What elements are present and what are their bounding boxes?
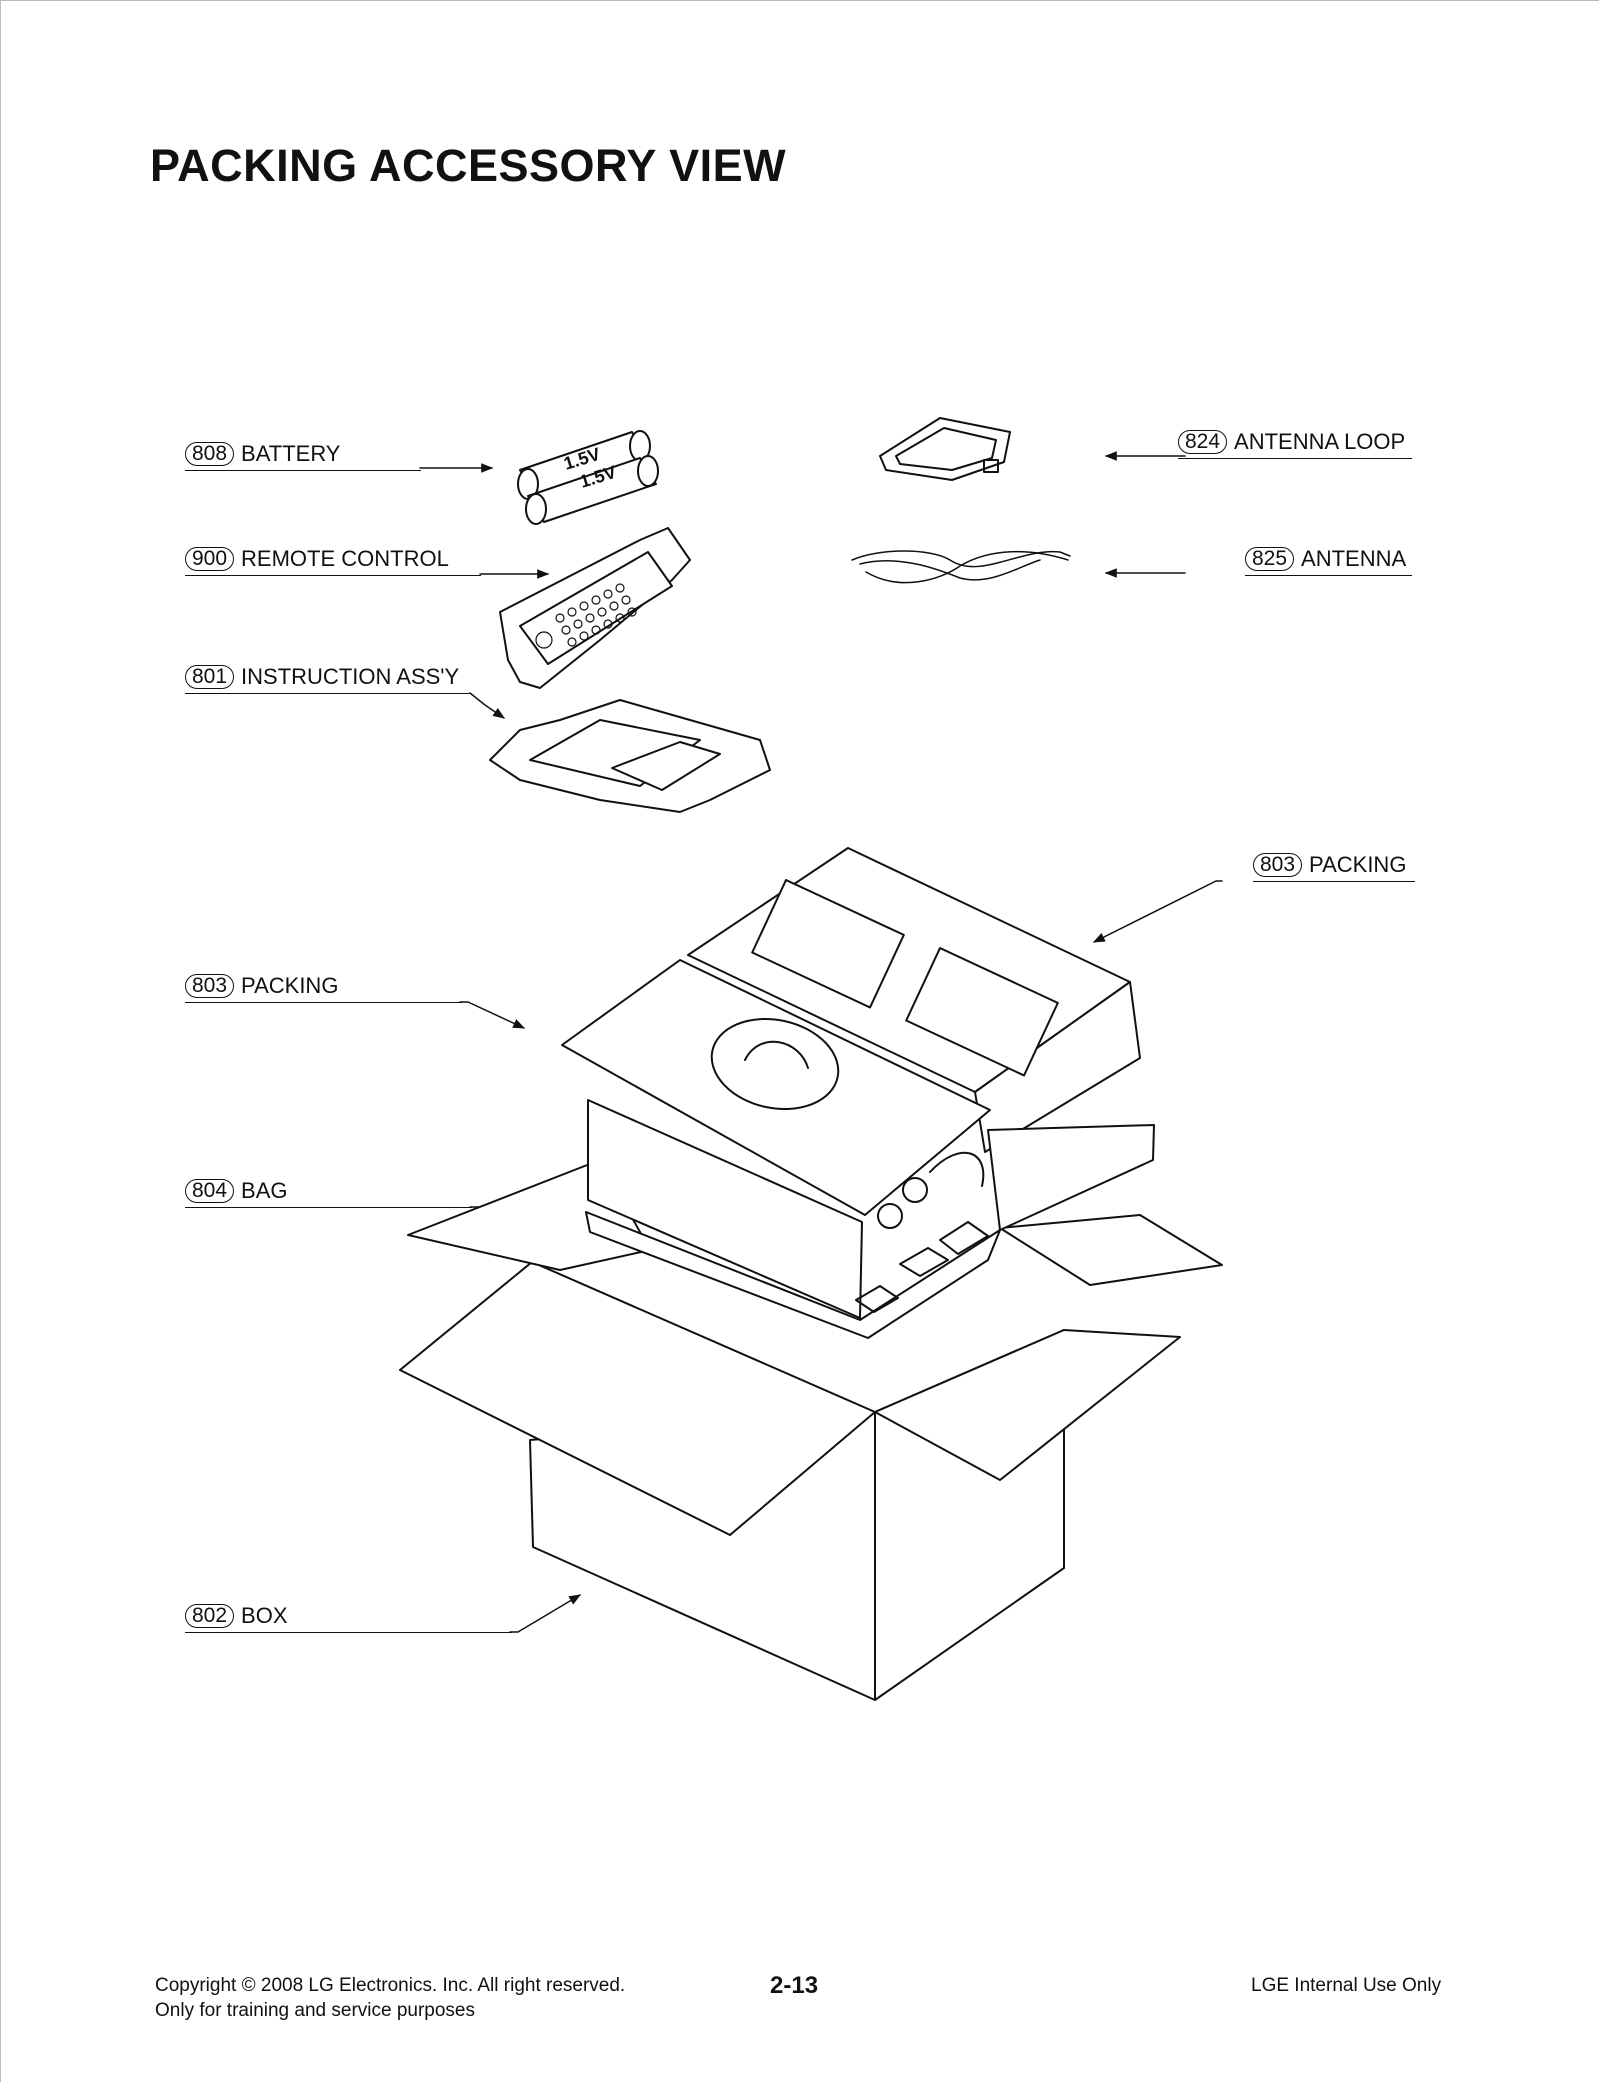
callout-antenna-loop: 824 ANTENNA LOOP xyxy=(1178,425,1412,459)
callout-packing-lower: 803 PACKING xyxy=(185,969,462,1003)
callout-battery: 808 BATTERY xyxy=(185,437,421,471)
remote-control-drawing xyxy=(499,527,691,689)
callout-bag: 804 BAG xyxy=(185,1174,472,1208)
callout-box: 802 BOX xyxy=(185,1599,512,1633)
footer-note: Only for training and service purposes xyxy=(155,2000,475,2021)
part-number: 803 xyxy=(1253,853,1303,877)
instruction-drawing xyxy=(489,699,771,813)
packing-drawing xyxy=(561,847,1155,1339)
footer-usage: LGE Internal Use Only xyxy=(1251,1975,1442,1996)
antenna-wire-drawing xyxy=(851,550,1071,584)
part-label: ANTENNA xyxy=(1301,546,1407,571)
box-drawing xyxy=(399,1159,1223,1701)
part-number: 802 xyxy=(185,1604,235,1628)
callout-packing-upper: 803 PACKING xyxy=(1253,848,1415,882)
part-label: INSTRUCTION ASS'Y xyxy=(241,664,460,689)
part-label: PACKING xyxy=(1309,852,1407,877)
page-number: 2-13 xyxy=(770,1972,819,1999)
part-number: 801 xyxy=(185,665,235,689)
part-label: BAG xyxy=(241,1178,288,1203)
part-number: 803 xyxy=(185,974,235,998)
part-number: 804 xyxy=(185,1179,235,1203)
part-label: BOX xyxy=(241,1603,288,1628)
part-label: PACKING xyxy=(241,973,339,998)
footer-copyright-block: Copyright © 2008 LG Electronics. Inc. Al… xyxy=(155,1973,625,2023)
callout-antenna: 825 ANTENNA xyxy=(1245,542,1412,576)
part-number: 808 xyxy=(185,442,235,466)
part-label: BATTERY xyxy=(241,441,341,466)
part-number: 900 xyxy=(185,547,235,571)
part-label: ANTENNA LOOP xyxy=(1234,429,1406,454)
part-label: REMOTE CONTROL xyxy=(241,546,449,571)
battery-drawing: 1.5V 1.5V xyxy=(517,430,659,525)
part-number: 824 xyxy=(1178,430,1228,454)
callout-remote-control: 900 REMOTE CONTROL xyxy=(185,542,481,576)
part-number: 825 xyxy=(1245,547,1295,571)
antenna-loop-drawing xyxy=(879,417,1011,481)
page-title: PACKING ACCESSORY VIEW xyxy=(150,140,787,191)
footer-copyright: Copyright © 2008 LG Electronics. Inc. Al… xyxy=(155,1975,626,1996)
callout-instruction: 801 INSTRUCTION ASS'Y xyxy=(185,660,471,694)
